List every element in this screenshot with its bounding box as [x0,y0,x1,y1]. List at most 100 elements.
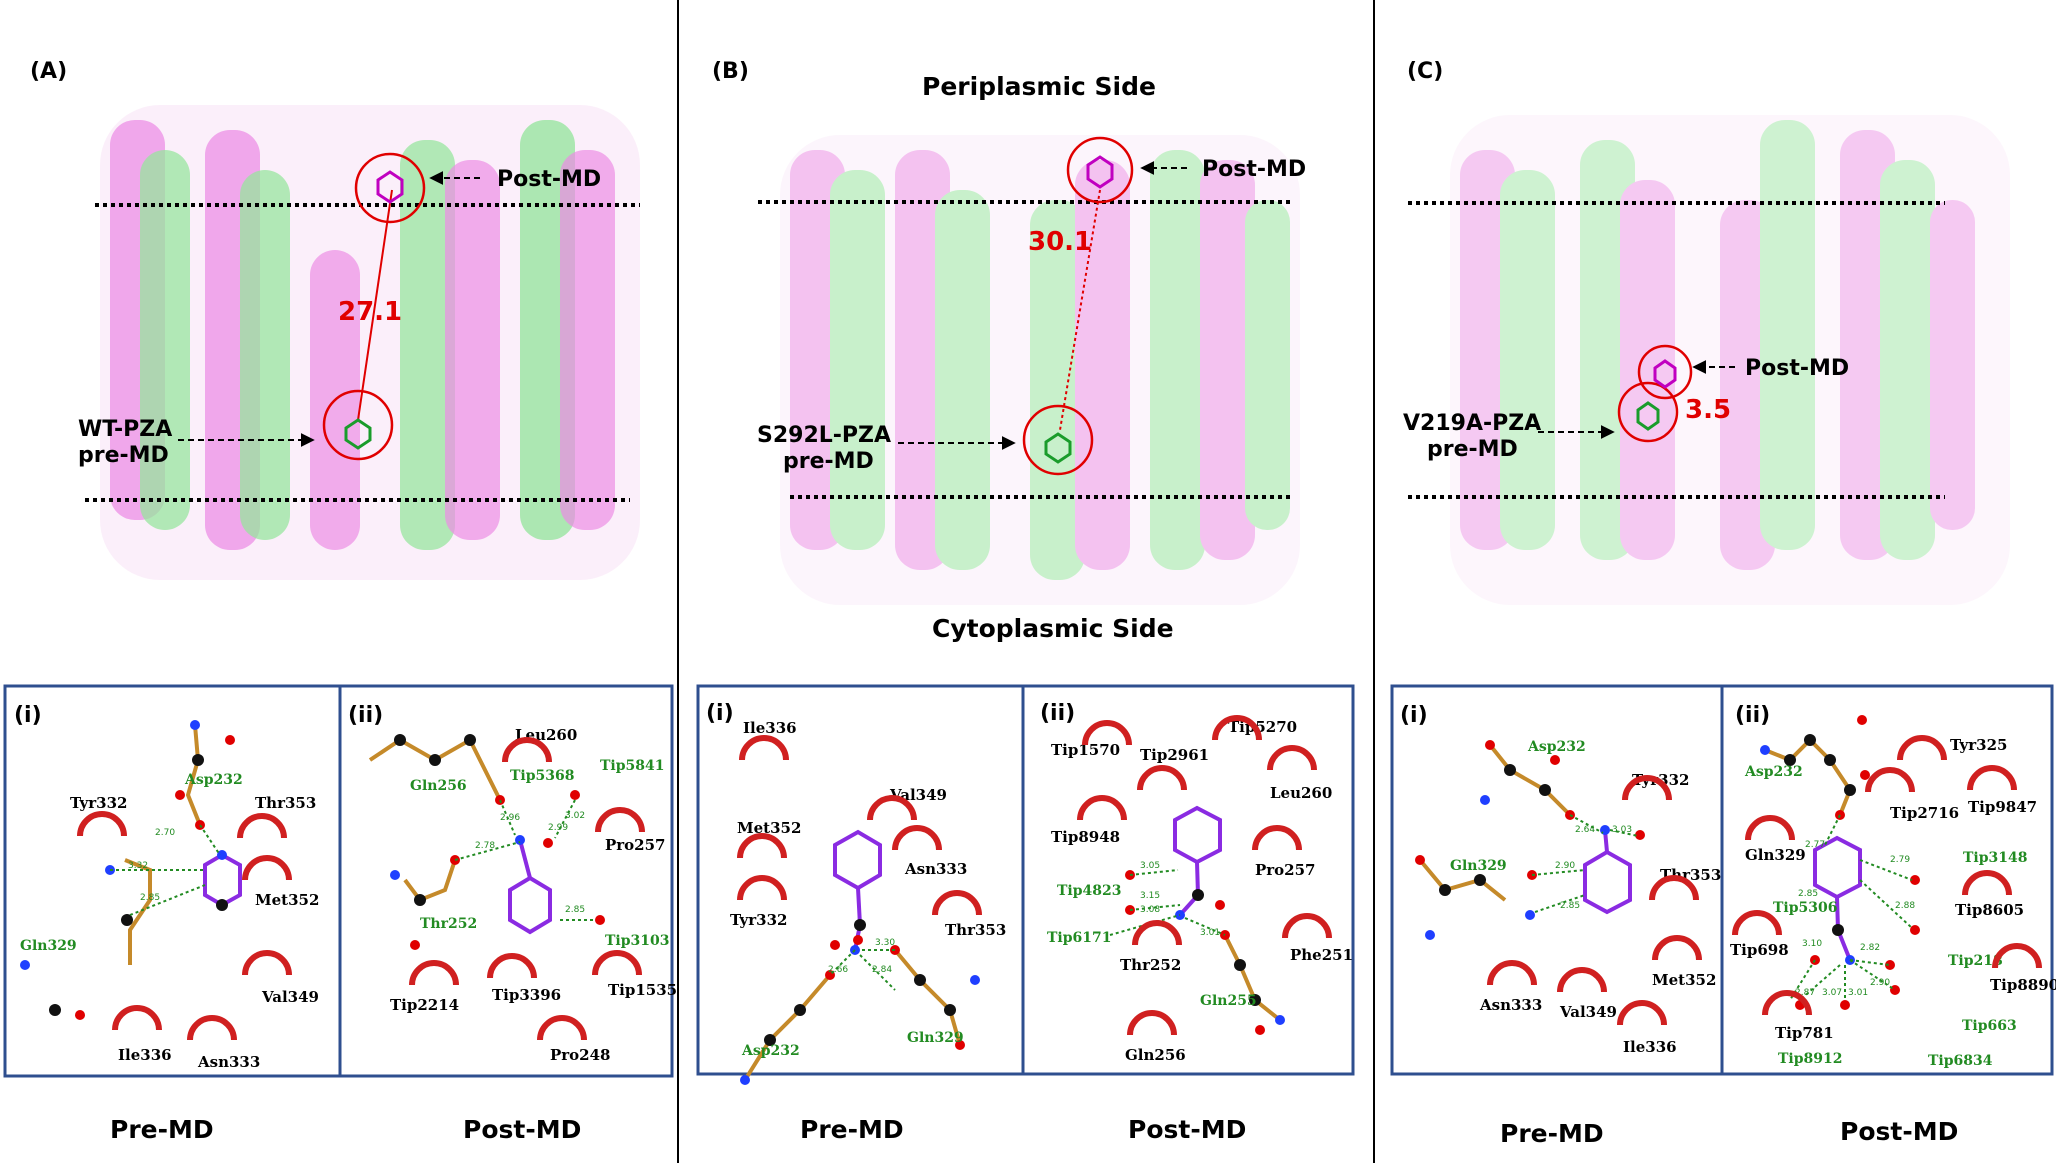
post-residue-11: Pro248 [550,1046,611,1064]
panel-a: (A) 27.1 Po [3,59,677,1144]
pre-residue-2: Tyr332 [70,794,127,812]
post-dist-4: 3.01 [1200,928,1220,938]
post-residue-4: Tip9847 [1968,798,2037,816]
post-dist-1: 2.78 [475,841,495,851]
post-residue-9: Tip698 [1730,941,1789,959]
post-residue-8: Tip8605 [1955,901,2024,919]
post-dist-2: 2.79 [1890,855,1910,865]
post-dist-3: 3.15 [1140,891,1160,901]
pre-residue-8: Gln329 [907,1030,964,1046]
distance-label: 30.1 [1028,227,1092,257]
post-residue-5: Tip8948 [1051,828,1120,846]
pre-residue-4: Asn333 [904,860,967,878]
distance-label: 27.1 [338,297,402,327]
pre-md-ligand-circle [1022,404,1094,476]
post-residue-9: Thr252 [1120,956,1181,974]
panel-c-label: (C) [1407,59,1443,84]
post-numeral: (ii) [1040,701,1075,726]
post-residue-2: Gln256 [410,778,467,794]
pre-interaction-diagram: 2.66 3.30 2.84 [740,829,980,1085]
pre-residue-3: Met352 [737,819,801,837]
post-residue-9: Tip2214 [390,996,459,1014]
panel-b: (B) Periplasmic Side Cytoplasmic Side 30… [696,59,1355,1144]
pre-residue-3: Gln329 [1450,858,1507,874]
pre-dist-2: 3.03 [1612,825,1632,835]
interaction-box-pre [3,684,342,1078]
post-md-ligand-icon [1086,155,1114,189]
panel-c-protein [1450,115,2010,605]
pre-md-ligand-circle [1617,381,1679,443]
pre-residue-6: Thr353 [945,921,1006,939]
hydrophobic-contact-icons [1077,715,1332,1036]
post-residue-7: Tip3103 [605,933,670,949]
post-residue-5: Gln329 [1745,846,1806,864]
post-interaction-diagram: 2.77 2.79 2.85 2.88 3.10 2.82 2.90 2.87 … [1760,715,1920,1010]
post-residue-7: Tip5306 [1773,900,1838,916]
post-residue-2: Asp232 [1744,764,1803,780]
pre-dist-1: 2.64 [1575,825,1595,835]
post-residue-11: Tip8890 [1990,976,2056,994]
pre-numeral: (i) [14,703,42,728]
post-residue-3: Tip2716 [1890,804,1959,822]
pre-numeral: (i) [706,701,734,726]
panel-a-label: (A) [30,59,67,84]
ligand-label-line1: V219A-PZA [1403,411,1541,436]
post-dist-5: 2.85 [565,905,585,915]
pre-interaction-diagram: 3.32 2.70 2.85 [20,720,242,1020]
hydrophobic-contact-icons [1732,735,2042,1016]
post-residue-6: Tip3148 [1963,850,2028,866]
pre-md-caption: Pre-MD [800,1115,904,1144]
ligand-label-line2: pre-MD [1427,437,1518,462]
pre-md-ligand-icon [1044,432,1072,464]
post-dist-2: 3.08 [1140,905,1160,915]
post-residue-10: Tip3396 [492,986,561,1004]
pre-interaction-diagram: 2.64 3.03 2.90 2.85 [1415,740,1645,940]
post-dist-6: 2.82 [1860,943,1880,953]
displacement-line [1059,189,1101,431]
cytoplasmic-side-label: Cytoplasmic Side [932,614,1174,643]
post-residue-5: Pro257 [605,836,666,854]
post-md-ligand-circle [354,152,426,224]
post-dist-3: 3.02 [565,811,585,821]
post-residue-1: Tip1570 [1051,741,1120,759]
post-residue-14: Tip8912 [1778,1051,1843,1067]
post-md-label: Post-MD [1745,356,1849,381]
post-residue-8: Tip1535 [608,981,677,999]
post-dist-1: 2.77 [1805,840,1825,850]
pre-residue-7: Val349 [1559,1003,1617,1021]
pre-residue-8: Gln329 [20,938,77,954]
pre-residue-1: Asp232 [1527,739,1586,755]
panel-b-protein [780,135,1300,605]
pre-md-ligand-icon [344,418,372,450]
pre-residue-3: Thr353 [255,794,316,812]
pre-residue-6: Asn333 [1479,996,1542,1014]
ligand-label-line1: WT-PZA [78,417,172,442]
hydrophobic-contact-icons [737,735,982,916]
pre-residue-7: Asp232 [741,1043,800,1059]
pre-residue-5: Val349 [261,988,319,1006]
post-residue-2: Tip2961 [1140,746,1209,764]
post-residue-6: Thr252 [420,916,477,932]
post-residue-10: Tip218 [1948,953,2003,969]
post-md-ligand-circle [1637,344,1693,400]
post-dist-4: 2.88 [1895,901,1915,911]
post-residue-3: Tip5368 [510,768,575,784]
pre-dist-3: 2.84 [872,965,892,975]
post-dist-9: 3.07 [1822,988,1842,998]
post-md-label: Post-MD [1202,157,1306,182]
post-md-caption: Post-MD [1128,1115,1246,1144]
panel-c: (C) 3.5 Post-MD V219A-PZA pre-MD [1390,59,2056,1148]
post-residue-8: Tip6171 [1047,930,1112,946]
hydrophobic-contact-icons [1487,775,1702,1026]
pre-dist-3: 2.90 [1555,861,1575,871]
pre-residue-5: Met352 [1652,971,1716,989]
helix-group [110,120,615,550]
ligand-label-line2: pre-MD [78,443,169,468]
post-dist-4: 2.99 [548,823,568,833]
post-residue-11: Gln255 [1200,993,1257,1009]
periplasmic-side-label: Periplasmic Side [922,72,1156,101]
post-dist-5: 3.10 [1802,939,1822,949]
post-residue-13: Tip663 [1962,1018,2017,1034]
post-md-ligand-icon [1653,359,1677,389]
